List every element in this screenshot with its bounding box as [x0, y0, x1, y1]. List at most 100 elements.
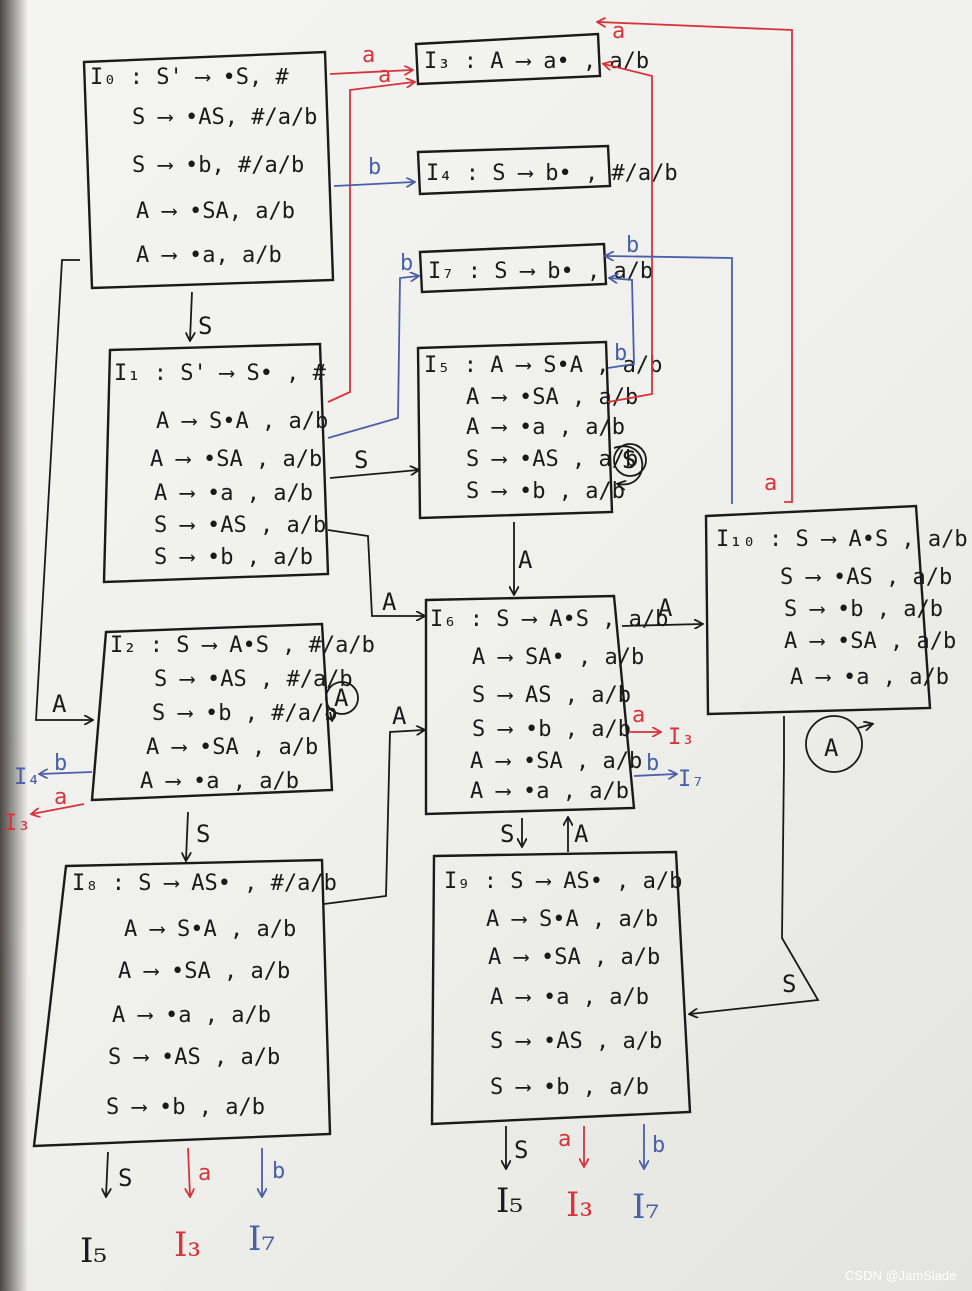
- state-I0-line-4: A ⟶ •a, a/b: [136, 243, 282, 268]
- state-I0-line-1: S ⟶ •AS, #/a/b: [132, 105, 317, 130]
- state-I0-line-3: A ⟶ •SA, a/b: [136, 199, 295, 224]
- edge-I8-S-I5: [106, 1151, 108, 1196]
- state-I1-box: [102, 342, 330, 584]
- edge-I2-A-self: [330, 712, 332, 720]
- self-loop-circle-I5: [613, 443, 647, 477]
- state-I2-line-2: S ⟶ •b , #/a/b: [152, 701, 337, 726]
- state-I1-line-5: S ⟶ •b , a/b: [154, 545, 313, 570]
- state-I8: I₈ : S ⟶ AS• , #/a/b A ⟶ S•A , a/b A ⟶ •…: [32, 858, 337, 1148]
- target-I2-b: I₄: [14, 765, 41, 790]
- state-I2-line-4: A ⟶ •a , a/b: [140, 769, 299, 794]
- edge-I5-S-self: [613, 445, 644, 484]
- edge-label-I10-A: A: [824, 734, 839, 762]
- edge-I0-S-I1: [190, 291, 192, 340]
- edge-label-I10-S: S: [782, 970, 796, 998]
- edge-I2-b-I4: [40, 772, 93, 774]
- target-I9-b: I₇: [632, 1187, 659, 1227]
- edge-label-I1-a: a: [378, 63, 391, 88]
- state-I9-line-5: S ⟶ •b , a/b: [490, 1075, 649, 1100]
- state-I6-line-1: A ⟶ SA• , a/b: [472, 645, 644, 670]
- state-I8-line-5: S ⟶ •b , a/b: [106, 1095, 265, 1120]
- edge-I0-b-I4: [333, 182, 414, 186]
- target-I8-a: I₃: [174, 1225, 201, 1265]
- paper-shadow: [0, 0, 28, 1291]
- edge-label-I1-A: A: [382, 588, 397, 616]
- state-I5: I₅ : A ⟶ S•A , a/b A ⟶ •SA , a/b A ⟶ •a …: [416, 340, 662, 520]
- state-I4-line-0: I₄ : S ⟶ b• , #/a/b: [426, 161, 678, 186]
- state-I6-box: [424, 594, 636, 816]
- state-I10: I₁₀ : S ⟶ A•S , a/b S ⟶ •AS , a/b S ⟶ •b…: [704, 504, 968, 716]
- edge-I8-a-I3: [188, 1147, 190, 1196]
- edge-label-I6-A: A: [658, 594, 673, 622]
- edge-label-I5-b: b: [614, 341, 627, 366]
- state-I9-line-2: A ⟶ •SA , a/b: [488, 945, 660, 970]
- state-I5-line-2: A ⟶ •a , a/b: [466, 415, 625, 440]
- edge-label-I10-a-top: a: [612, 19, 625, 44]
- state-I1-line-4: S ⟶ •AS , a/b: [154, 513, 326, 538]
- state-I1-line-0: I₁ : S' ⟶ S• , #: [114, 361, 327, 386]
- edge-label-I2-S: S: [196, 820, 210, 848]
- target-I6-b: I₇: [678, 767, 705, 792]
- state-I9-line-3: A ⟶ •a , a/b: [490, 985, 649, 1010]
- state-I2-box: [90, 622, 334, 802]
- edge-I6-A-I10: [621, 624, 702, 626]
- state-I8-line-4: S ⟶ •AS , a/b: [108, 1045, 280, 1070]
- state-I9-line-1: A ⟶ S•A , a/b: [486, 907, 658, 932]
- self-loop-circle-I2: [325, 681, 359, 715]
- state-I8-line-2: A ⟶ •SA , a/b: [118, 959, 290, 984]
- state-I10-line-3: A ⟶ •SA , a/b: [784, 629, 956, 654]
- state-I1: I₁ : S' ⟶ S• , # A ⟶ S•A , a/b A ⟶ •SA ,…: [102, 342, 330, 584]
- edge-label-I6-S: S: [500, 820, 514, 848]
- state-I4-box: [416, 144, 612, 196]
- edge-I1-A-I6: [327, 529, 424, 616]
- state-I7: I₇ : S ⟶ b• , a/b: [418, 242, 653, 294]
- state-I1-line-2: A ⟶ •SA , a/b: [150, 447, 322, 472]
- state-I6-line-3: S ⟶ •b , a/b: [472, 717, 631, 742]
- edge-I10-S-I9: [690, 716, 820, 1014]
- state-I5-line-3: S ⟶ •AS , a/b: [466, 447, 638, 472]
- edge-I5-a-I3: [604, 64, 653, 403]
- edge-I8-A-I6: [323, 730, 424, 905]
- state-I7-line-0: I₇ : S ⟶ b• , a/b: [428, 259, 653, 284]
- state-I10-line-2: S ⟶ •b , a/b: [784, 597, 943, 622]
- state-I8-line-0: I₈ : S ⟶ AS• , #/a/b: [72, 871, 337, 896]
- edge-label-I6-b: b: [646, 751, 659, 776]
- edge-I6-b-I7: [633, 774, 676, 776]
- state-I9: I₉ : S ⟶ AS• , a/b A ⟶ S•A , a/b A ⟶ •SA…: [430, 850, 692, 1126]
- edge-I10-a-I3: [598, 22, 793, 503]
- edge-label-I6-a: a: [632, 703, 645, 728]
- state-I6-line-0: I₆ : S ⟶ A•S , a/b: [430, 607, 668, 632]
- state-I5-line-1: A ⟶ •SA , a/b: [466, 385, 638, 410]
- state-I6: I₆ : S ⟶ A•S , a/b A ⟶ SA• , a/b S ⟶ AS …: [424, 594, 668, 816]
- state-I5-line-4: S ⟶ •b , a/b: [466, 479, 625, 504]
- edge-I1-b-I7: [327, 276, 418, 439]
- edge-label-I2-b: b: [54, 751, 67, 776]
- edge-label-I8-S: S: [118, 1164, 132, 1192]
- state-I8-box: [32, 858, 332, 1148]
- state-I5-box: [416, 340, 614, 520]
- state-I3-line-0: I₃ : A ⟶ a• , a/b: [424, 49, 649, 74]
- watermark: CSDN @JamSlade: [845, 1268, 956, 1283]
- edge-label-I9-A: A: [574, 820, 589, 848]
- edge-label-I2-A: A: [334, 684, 349, 712]
- state-I1-line-3: A ⟶ •a , a/b: [154, 481, 313, 506]
- state-I8-line-3: A ⟶ •a , a/b: [112, 1003, 271, 1028]
- edge-label-I10-a: a: [764, 471, 777, 496]
- edge-I0-a-I3: [329, 70, 412, 74]
- target-I8-S: I₅: [80, 1231, 107, 1271]
- edge-label-I0-A: A: [52, 690, 67, 718]
- state-I8-line-1: A ⟶ S•A , a/b: [124, 917, 296, 942]
- edge-I1-S-I5: [329, 470, 418, 479]
- state-I9-line-0: I₉ : S ⟶ AS• , a/b: [444, 869, 682, 894]
- target-I9-a: I₃: [566, 1185, 593, 1225]
- target-I6-a: I₃: [668, 725, 695, 750]
- state-I7-box: [418, 242, 608, 294]
- edge-label-I8-a: a: [198, 1161, 211, 1186]
- edge-label-I2-a: a: [54, 785, 67, 810]
- state-I2-line-1: S ⟶ •AS , #/a/b: [154, 667, 353, 692]
- edge-I0-A-I2: [35, 259, 92, 720]
- edge-I2-a-I3: [32, 803, 85, 814]
- state-I2: I₂ : S ⟶ A•S , #/a/b S ⟶ •AS , #/a/b S ⟶…: [90, 622, 375, 802]
- self-loop-circle-I10: [805, 715, 863, 773]
